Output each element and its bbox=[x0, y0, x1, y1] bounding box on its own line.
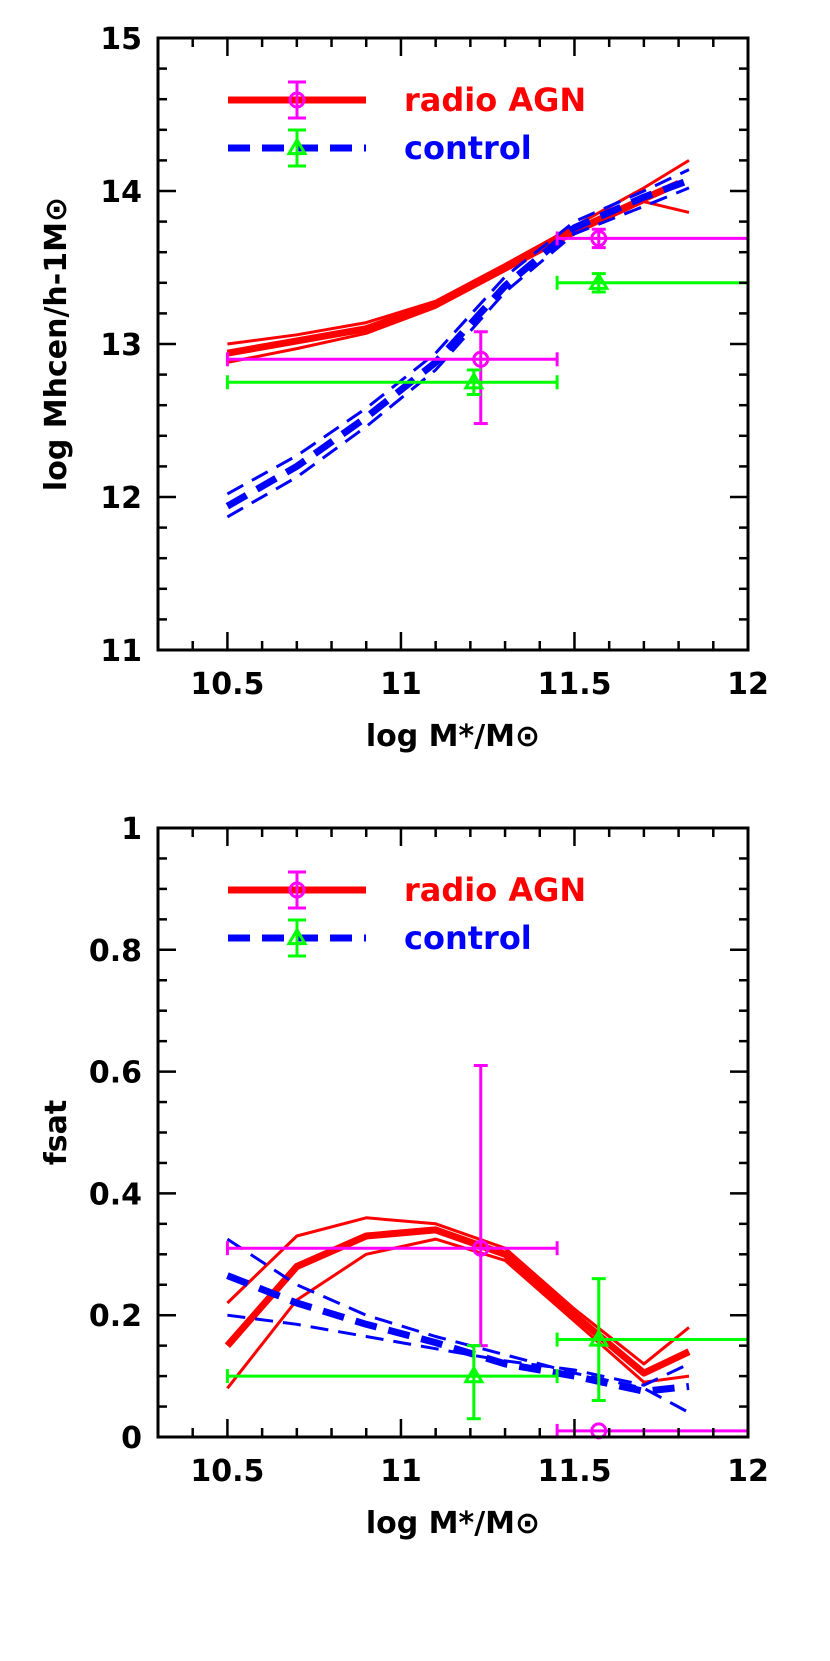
top-tick-labels: 10.5 11 11.5 12 11 12 13 14 15 bbox=[100, 22, 769, 702]
top-y-tick-label: 14 bbox=[100, 175, 142, 210]
top-series-radio-agn-line-1 bbox=[227, 159, 690, 346]
top-legend-label: control bbox=[404, 129, 532, 167]
bottom-y-tick-label: 0.2 bbox=[89, 1299, 142, 1334]
top-point-3-marker bbox=[588, 271, 610, 290]
bottom-x-tick-label: 11 bbox=[380, 1454, 422, 1489]
bottom-legend-marker bbox=[286, 927, 308, 946]
bottom-legend-label: radio AGN bbox=[404, 871, 586, 909]
bottom-y-axis-label: fsat bbox=[39, 1100, 74, 1166]
top-series-control-line-5 bbox=[226, 186, 690, 519]
top-data-points bbox=[225, 227, 750, 426]
bottom-x-tick-label: 11.5 bbox=[537, 1454, 611, 1489]
top-point-1 bbox=[555, 227, 750, 250]
bottom-panel-satellite-fraction: 10.5 11 11.5 12 0 0.2 0.4 0.6 0.8 1 radio AGN cont… bbox=[39, 812, 769, 1541]
bottom-point-2-marker bbox=[463, 1365, 485, 1384]
bottom-legend-item-control: control bbox=[228, 918, 532, 958]
top-point-2-marker bbox=[463, 371, 485, 390]
top-point-0-marker bbox=[472, 350, 490, 368]
top-axis-ticks bbox=[156, 36, 750, 652]
top-y-tick-label: 11 bbox=[100, 634, 142, 669]
bottom-point-3-marker bbox=[588, 1328, 610, 1347]
bottom-point-2 bbox=[225, 1344, 559, 1421]
top-y-axis-label: log Mhcen/h-1M⊙ bbox=[39, 197, 74, 491]
top-legend-marker bbox=[288, 91, 306, 109]
top-point-2 bbox=[225, 368, 559, 396]
top-y-tick-label: 12 bbox=[100, 481, 142, 516]
top-point-0 bbox=[225, 330, 559, 426]
bottom-legend-marker bbox=[288, 881, 306, 899]
top-series-radio-agn-line-0 bbox=[226, 180, 681, 357]
top-x-tick-label: 12 bbox=[727, 667, 769, 702]
bottom-data-points bbox=[225, 1064, 750, 1440]
bottom-series-radio-agn-line-2 bbox=[226, 1237, 690, 1390]
bottom-y-tick-label: 1 bbox=[121, 812, 142, 847]
bottom-x-tick-label: 10.5 bbox=[190, 1454, 264, 1489]
top-y-tick-label: 13 bbox=[100, 328, 142, 363]
bottom-x-axis-label: log M*/M⊙ bbox=[366, 1506, 540, 1541]
top-legend-marker bbox=[286, 137, 308, 156]
top-legend-item-radio-agn: radio AGN bbox=[228, 80, 586, 120]
bottom-series-control-line-3 bbox=[226, 1272, 690, 1395]
bottom-point-0-marker bbox=[472, 1239, 490, 1257]
bottom-legend: radio AGN control bbox=[228, 870, 586, 958]
top-legend-item-control: control bbox=[228, 128, 532, 168]
top-legend-label: radio AGN bbox=[404, 81, 586, 119]
bottom-y-tick-label: 0.6 bbox=[89, 1056, 142, 1091]
bottom-y-tick-label: 0.4 bbox=[89, 1177, 142, 1212]
bottom-tick-labels: 10.5 11 11.5 12 0 0.2 0.4 0.6 0.8 1 bbox=[89, 812, 769, 1489]
top-x-axis-label: log M*/M⊙ bbox=[366, 719, 540, 754]
bottom-axis-ticks bbox=[156, 826, 750, 1439]
bottom-y-tick-label: 0 bbox=[121, 1421, 142, 1456]
top-y-tick-label: 15 bbox=[100, 22, 142, 57]
bottom-x-tick-label: 12 bbox=[727, 1454, 769, 1489]
top-x-tick-label: 11 bbox=[380, 667, 422, 702]
top-series-radio-agn-line-2 bbox=[227, 200, 690, 364]
bottom-legend-label: control bbox=[404, 919, 532, 957]
bottom-point-0 bbox=[225, 1064, 559, 1348]
top-series-lines bbox=[225, 159, 691, 519]
bottom-y-tick-label: 0.8 bbox=[89, 934, 142, 969]
top-x-tick-label: 10.5 bbox=[190, 667, 264, 702]
top-series-control-line-4 bbox=[226, 168, 690, 496]
top-point-3 bbox=[555, 271, 750, 294]
bottom-series-radio-agn-line-1 bbox=[226, 1216, 690, 1366]
top-x-tick-label: 11.5 bbox=[537, 667, 611, 702]
bottom-legend-item-radio-agn: radio AGN bbox=[228, 870, 586, 910]
bottom-series-radio-agn-line-0 bbox=[224, 1226, 691, 1377]
top-series-control-line-3 bbox=[225, 177, 691, 510]
top-point-1-marker bbox=[590, 229, 608, 247]
top-legend: radio AGN control bbox=[228, 80, 586, 168]
